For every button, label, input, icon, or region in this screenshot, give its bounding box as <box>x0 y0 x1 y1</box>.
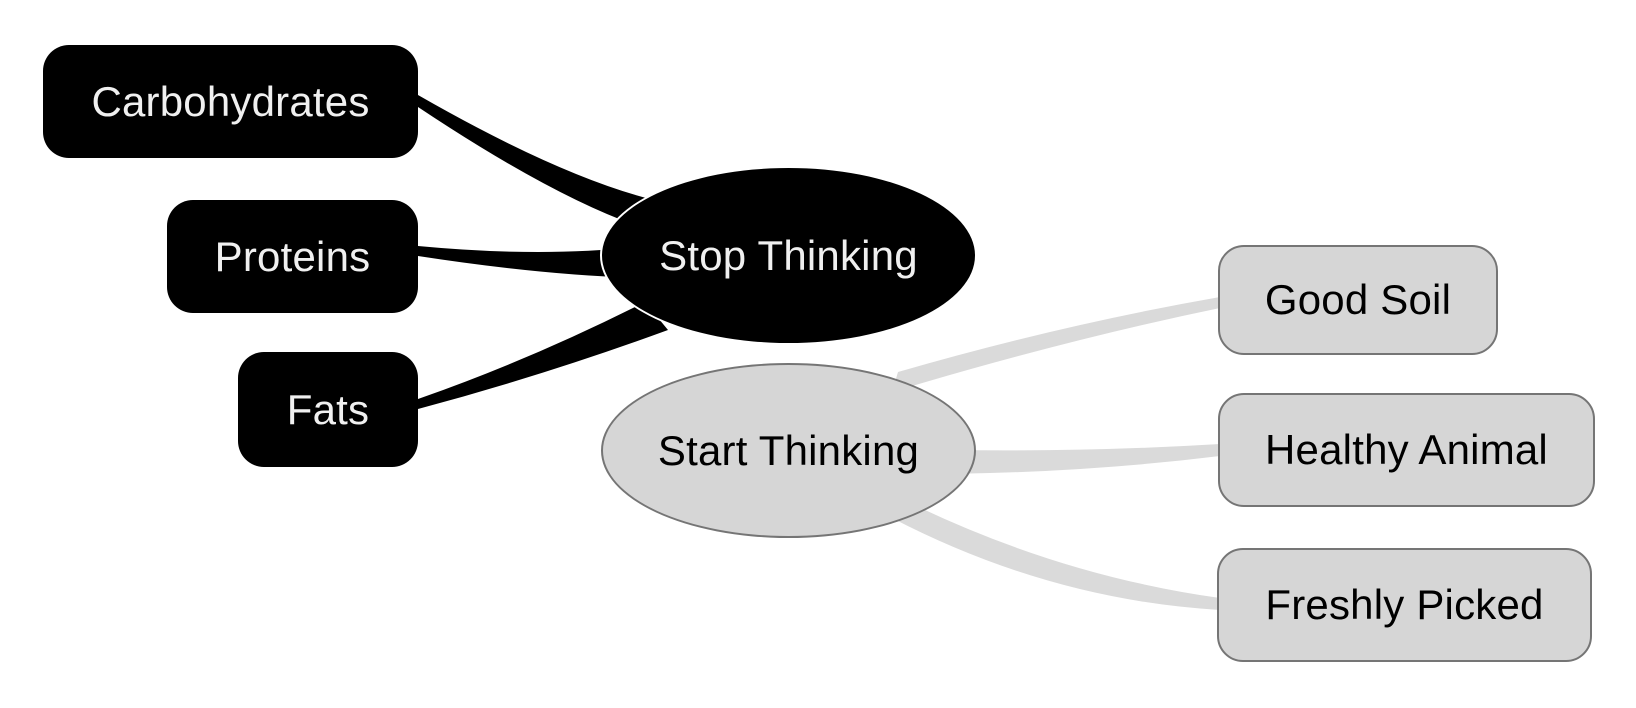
edge-start-thinking-to-freshly-picked <box>892 498 1220 610</box>
edge-carbohydrates-to-stop-thinking <box>418 95 672 232</box>
node-start-thinking-label: Start Thinking <box>657 426 920 474</box>
node-proteins-label: Proteins <box>214 232 371 280</box>
node-fats-label: Fats <box>286 385 370 433</box>
node-carbohydrates: Carbohydrates <box>43 45 418 158</box>
node-start-thinking: Start Thinking <box>601 363 976 538</box>
node-freshly-picked: Freshly Picked <box>1217 548 1592 662</box>
node-healthy-animal-label: Healthy Animal <box>1265 426 1548 473</box>
node-stop-thinking: Stop Thinking <box>600 166 977 345</box>
node-fats: Fats <box>238 352 418 467</box>
node-proteins: Proteins <box>167 200 418 313</box>
node-good-soil: Good Soil <box>1218 245 1498 355</box>
edge-start-thinking-to-healthy-animal <box>948 444 1220 474</box>
edge-fats-to-stop-thinking <box>418 302 668 409</box>
node-freshly-picked-label: Freshly Picked <box>1265 581 1544 628</box>
node-healthy-animal: Healthy Animal <box>1218 393 1595 507</box>
edge-start-thinking-to-good-soil <box>892 297 1220 392</box>
edge-proteins-to-stop-thinking <box>418 246 645 278</box>
node-stop-thinking-label: Stop Thinking <box>659 231 918 279</box>
node-good-soil-label: Good Soil <box>1264 276 1452 323</box>
node-carbohydrates-label: Carbohydrates <box>91 77 370 125</box>
